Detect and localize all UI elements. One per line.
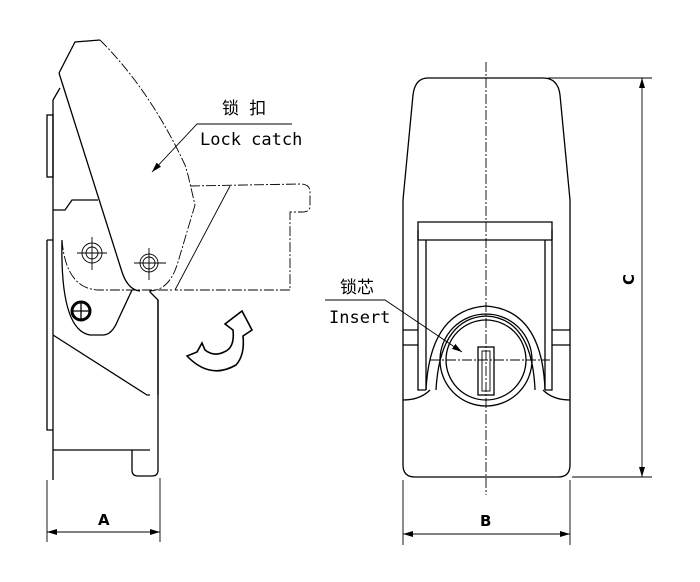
insert-housing-sides bbox=[417, 230, 553, 390]
hook-outline bbox=[175, 183, 311, 291]
front-view bbox=[402, 62, 571, 495]
body-upper-edge bbox=[52, 87, 61, 240]
hinge-arm bbox=[61, 239, 133, 336]
housing-step bbox=[403, 329, 570, 391]
base-bottom-tab bbox=[53, 300, 159, 477]
dimension-b: B bbox=[402, 480, 571, 545]
side-view bbox=[46, 39, 311, 480]
hinge-hidden bbox=[61, 239, 172, 291]
mounting-plate bbox=[46, 114, 54, 178]
dimension-a: A bbox=[46, 478, 161, 542]
rivet bbox=[70, 300, 92, 322]
pivot-pin-1 bbox=[77, 237, 107, 270]
lock-catch-label-en: Lock catch bbox=[200, 130, 302, 150]
hook-diagonal bbox=[174, 185, 231, 291]
insert-housing-top bbox=[417, 221, 553, 241]
insert-callout: 锁芯 Insert bbox=[325, 278, 463, 353]
lock-catch-callout: 锁 扣 Lock catch bbox=[151, 99, 302, 173]
insert-label-en: Insert bbox=[329, 308, 390, 328]
dimension-b-label: B bbox=[480, 512, 491, 530]
base-diagonal bbox=[52, 290, 159, 396]
insert-label-cn: 锁芯 bbox=[340, 278, 374, 298]
dimension-a-label: A bbox=[98, 511, 110, 529]
curved-arrow-icon bbox=[185, 309, 254, 372]
dimension-c: C bbox=[548, 77, 652, 478]
lock-catch-top bbox=[58, 39, 101, 74]
housing-fillets bbox=[402, 389, 571, 401]
body-outline bbox=[402, 77, 571, 478]
pivot-pin-2 bbox=[134, 248, 166, 280]
lock-catch-outline bbox=[99, 39, 196, 292]
base-strip bbox=[46, 239, 53, 431]
hinge-top bbox=[53, 199, 98, 211]
lock-catch-label-cn: 锁 扣 bbox=[222, 99, 266, 119]
dimension-c-label: C bbox=[620, 274, 638, 285]
lock-catch-front bbox=[58, 72, 141, 292]
